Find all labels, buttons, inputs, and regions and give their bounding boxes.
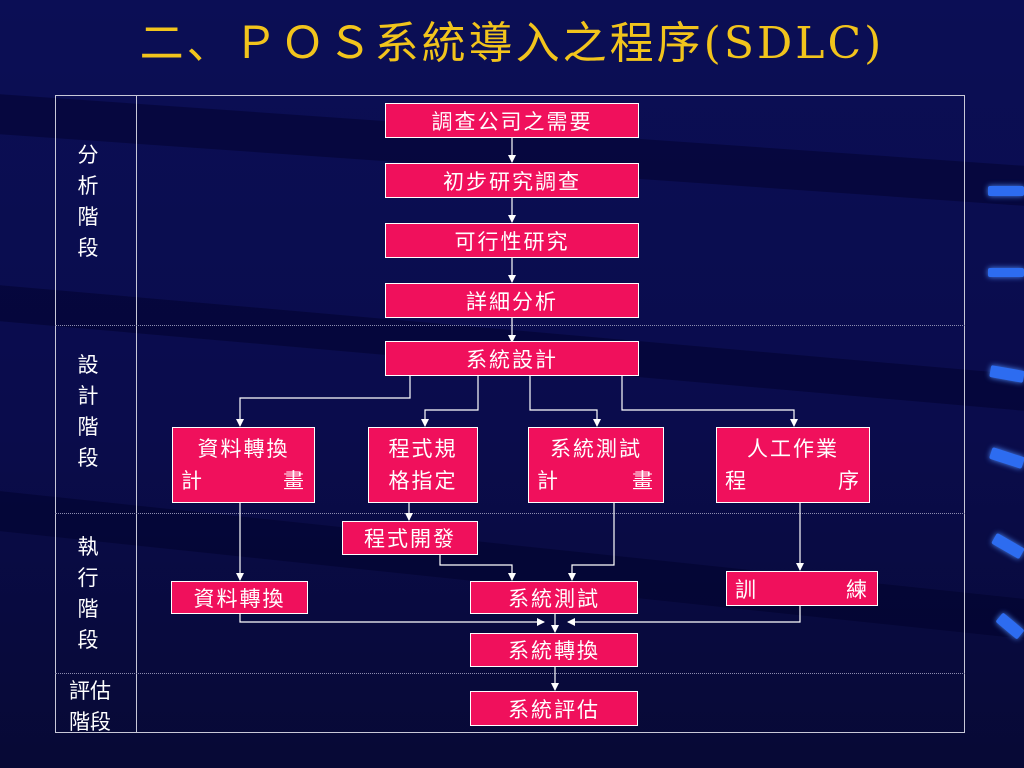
connector-arrow	[621, 376, 798, 427]
box-text-line: 程式規	[388, 437, 458, 461]
connector-arrow	[567, 606, 801, 626]
stage-char: 階	[77, 205, 99, 229]
step-feasibility-study: 可行性研究	[385, 223, 639, 258]
stage-column-divider	[136, 95, 137, 733]
stage-analysis: 分 析 階 段	[68, 140, 108, 264]
box-text-line: 人工作業	[747, 437, 839, 461]
stage-design: 設 計 階 段	[68, 350, 108, 474]
box-text-line: 格指定	[388, 469, 458, 493]
box-text-line: 資料轉換	[197, 437, 290, 461]
stage-char: 段	[77, 446, 99, 470]
step-system-conversion: 系統轉換	[470, 633, 638, 667]
connector-arrow	[421, 376, 479, 427]
stage-label-line: 評估	[69, 679, 111, 703]
decorative-mark	[988, 268, 1024, 277]
box-text-char: 畫	[283, 469, 306, 493]
box-text-char: 畫	[632, 469, 655, 493]
connector-arrow	[529, 376, 601, 427]
step-manual-procedures: 人工作業 程 序	[716, 427, 870, 503]
box-text-line: 計 畫	[181, 465, 306, 497]
stage-char: 分	[77, 143, 99, 167]
step-system-evaluation: 系統評估	[470, 691, 638, 726]
connector-arrow	[439, 555, 516, 581]
step-data-conversion-plan: 資料轉換 計 畫	[172, 427, 315, 503]
stage-char: 行	[77, 566, 99, 590]
box-text-char: 計	[181, 469, 204, 493]
connector-arrow	[239, 614, 545, 626]
stage-char: 設	[77, 353, 99, 377]
step-preliminary-investigation: 初步研究調查	[385, 163, 639, 198]
step-program-development: 程式開發	[342, 521, 478, 555]
diagram-frame	[55, 95, 965, 733]
box-text-char: 計	[537, 469, 560, 493]
step-detailed-analysis: 詳細分析	[385, 283, 639, 318]
stage-char: 析	[77, 174, 99, 198]
step-survey-company-needs: 調查公司之需要	[385, 103, 639, 138]
connector-arrow	[236, 376, 411, 427]
box-text-line: 程 序	[725, 465, 861, 497]
stage-divider	[55, 513, 965, 514]
box-text-char: 練	[846, 577, 869, 602]
box-text-char: 訓	[735, 577, 758, 602]
stage-label-line: 階段	[69, 710, 111, 734]
stage-char: 階	[77, 415, 99, 439]
box-text-line: 計 畫	[537, 465, 655, 497]
step-data-conversion: 資料轉換	[171, 581, 308, 614]
connector-arrow	[568, 503, 615, 581]
stage-char: 計	[77, 384, 99, 408]
step-program-specification: 程式規 格指定	[368, 427, 478, 503]
page-title: 二、ＰＯＳ系統導入之程序(SDLC)	[139, 18, 885, 69]
box-text-char: 序	[838, 469, 861, 493]
stage-char: 執	[77, 535, 99, 559]
stage-divider	[55, 673, 965, 674]
decorative-mark	[988, 186, 1024, 196]
step-system-design: 系統設計	[385, 341, 639, 376]
stage-char: 段	[77, 236, 99, 260]
box-text-line: 系統測試	[550, 437, 642, 461]
stage-execution: 執 行 階 段	[68, 532, 108, 656]
box-text-char: 程	[725, 469, 748, 493]
stage-char: 階	[77, 597, 99, 621]
step-system-testing: 系統測試	[470, 581, 638, 614]
stage-char: 段	[77, 628, 99, 652]
stage-evaluation: 評估 階段	[58, 676, 122, 738]
step-system-test-plan: 系統測試 計 畫	[528, 427, 664, 503]
step-training: 訓 練	[726, 571, 878, 606]
stage-divider	[55, 325, 965, 326]
